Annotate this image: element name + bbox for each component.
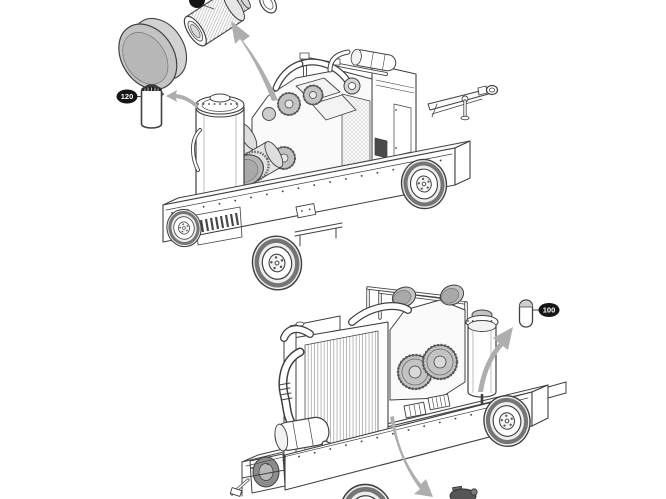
lower-center-wheel [336,481,395,499]
lower-engine [348,284,466,419]
air-filter-primary-element-icon [183,0,245,47]
lower-machine-illustration [229,284,567,499]
oil-filter-element-icon [140,84,163,129]
upper-engine [204,49,373,195]
partial-callout-badge[interactable] [189,0,215,10]
upper-radiator-box [371,63,417,181]
air-filter-end-cap-icon [118,17,188,100]
upper-center-wheel [248,232,305,293]
louver-vent [195,206,243,246]
tow-bar [427,84,499,121]
tow-coupling-partial [229,478,250,497]
bottom-arrow-group [390,416,478,499]
clamp-ring-icon [259,0,277,14]
curved-arrow-up-right-icon [478,327,513,392]
upper-trailer-bed [162,140,471,247]
callout-120-badge[interactable]: 120 [116,89,142,104]
exploded-air-filter-parts [118,0,278,101]
upper-machine-illustration [161,48,499,293]
filter-cartridge-icon [518,299,534,328]
curved-arrow-left-icon [166,90,199,108]
curved-arrow-down-icon [390,416,433,497]
upper-muffler [350,48,397,72]
callout-100-label: 100 [543,306,556,315]
callout-120-label: 120 [121,92,134,101]
receiver-tank [465,309,499,406]
rear-bumper [294,222,343,247]
curved-arrow-up-icon [231,21,278,101]
bottom-edge-part-partial [449,485,478,499]
lower-muffler [274,416,330,452]
deck-box [295,203,317,219]
oil-filter-callout-group: 120 [116,84,199,129]
lower-trailer-bed [229,381,567,497]
callout-100-badge[interactable]: 100 [533,303,560,317]
cartridge-callout-group: 100 [478,299,560,392]
